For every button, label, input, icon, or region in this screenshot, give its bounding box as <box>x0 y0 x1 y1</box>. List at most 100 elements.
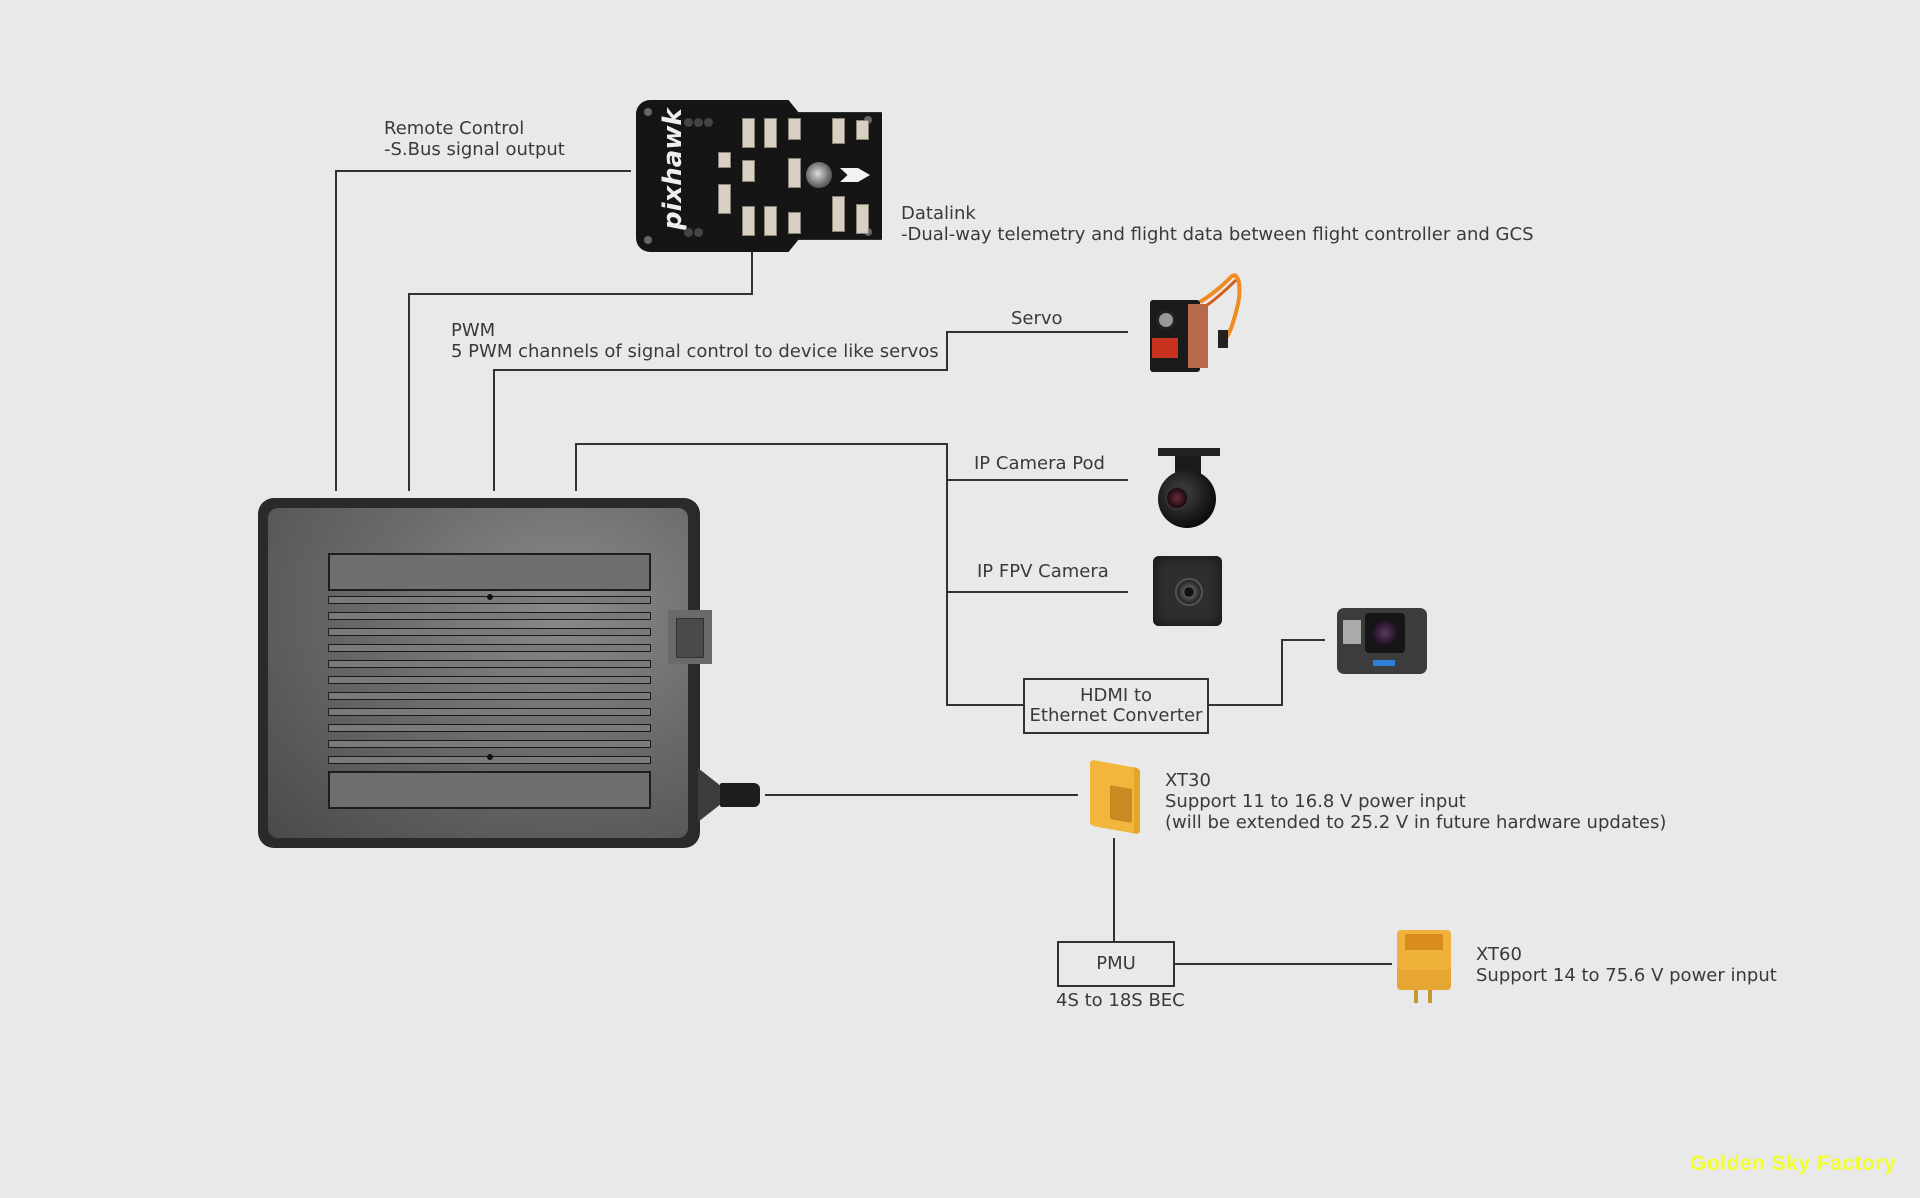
watermark: Golden Sky Factory <box>1690 1152 1897 1175</box>
gopro-wire-v <box>1281 639 1283 706</box>
pwm-title: PWM <box>451 320 496 341</box>
xt60-pin <box>1428 990 1432 1003</box>
pixhawk-logo: pixhawk <box>658 108 688 230</box>
pmu-box: PMU <box>1057 941 1175 987</box>
gopro-wire-h <box>1281 639 1325 641</box>
power-connector <box>720 783 760 807</box>
ip-fpv-camera-label: IP FPV Camera <box>977 561 1109 582</box>
main-device <box>258 498 712 848</box>
connector-power <box>856 204 869 234</box>
camera-lens-icon <box>1175 578 1203 606</box>
camera-brand-badge <box>1373 660 1395 666</box>
hdmi-ethernet-converter-box: HDMI to Ethernet Converter <box>1023 678 1209 734</box>
servo-wire-h <box>946 331 1128 333</box>
ethernet-port <box>668 610 712 664</box>
xt30-pmu-wire <box>1113 838 1115 942</box>
hdmi-converter-wire-right <box>1207 704 1283 706</box>
screw-icon <box>487 594 493 600</box>
xt60-line1: Support 14 to 75.6 V power input <box>1476 965 1777 986</box>
connector-spkt <box>718 184 731 214</box>
power-wire-xt30 <box>765 794 1078 796</box>
direction-arrow-icon <box>840 168 870 182</box>
connector-serial <box>742 118 755 148</box>
heatsink-fin <box>328 724 651 732</box>
heatsink-fin <box>328 612 651 620</box>
pwm-wire-h1 <box>493 369 948 371</box>
xt30-line1: Support 11 to 16.8 V power input <box>1165 791 1466 812</box>
connector-switch <box>742 160 755 182</box>
datalink-label: Datalink -Dual-way telemetry and flight … <box>901 203 1534 245</box>
camera-wire-v1 <box>575 443 577 491</box>
servo-cable-icon <box>1198 273 1242 348</box>
xt30-title: XT30 <box>1165 770 1211 791</box>
connector-usb <box>788 212 801 234</box>
xt30-label: XT30 Support 11 to 16.8 V power input (w… <box>1165 770 1666 833</box>
connector-adc66 <box>856 120 869 140</box>
connector-telem2 <box>742 206 755 236</box>
ip-camera-pod-label: IP Camera Pod <box>974 453 1105 474</box>
camera-lens-housing <box>1365 613 1405 653</box>
safety-dome <box>806 162 832 188</box>
pixhawk-flight-controller: pixhawk <box>636 100 882 252</box>
xt60-label: XT60 Support 14 to 75.6 V power input <box>1476 944 1777 986</box>
pmu-caption: 4S to 18S BEC <box>1056 990 1185 1011</box>
datalink-wire-v1 <box>751 252 753 295</box>
screw-icon <box>644 236 652 244</box>
xt60-connector-image <box>1397 930 1451 990</box>
remote-control-title: Remote Control <box>384 118 525 139</box>
camera-wire-h <box>575 443 948 445</box>
connector-can <box>788 118 801 140</box>
heatsink-fin <box>328 644 651 652</box>
heatsink-fin <box>328 708 651 716</box>
datalink-title: Datalink <box>901 203 976 224</box>
heatsink-fin <box>328 628 651 636</box>
servo-horn <box>1156 310 1176 330</box>
action-camera-image <box>1337 608 1427 674</box>
pwm-label: PWM 5 PWM channels of signal control to … <box>451 320 939 362</box>
remote-control-description: -S.Bus signal output <box>384 139 565 160</box>
connector-gps <box>764 118 777 148</box>
hdmi-converter-wire-left <box>946 704 1024 706</box>
connector-spi <box>832 196 845 232</box>
led-icon <box>684 228 693 237</box>
screw-icon <box>487 754 493 760</box>
connector-telem1 <box>764 206 777 236</box>
main-device-face <box>268 508 688 838</box>
camera-lens-icon <box>1372 620 1398 646</box>
servo-side <box>1188 304 1208 368</box>
bottom-plate <box>328 771 651 809</box>
ip-camera-pod-wire <box>946 479 1128 481</box>
xt60-title: XT60 <box>1476 944 1522 965</box>
heatsink-fin <box>328 692 651 700</box>
servo-tag <box>1152 338 1178 358</box>
hdmi-converter-line1: HDMI to <box>1079 685 1153 706</box>
datalink-wire-v2 <box>408 293 410 491</box>
connector-i2c <box>832 118 845 144</box>
datalink-description: -Dual-way telemetry and flight data betw… <box>901 224 1534 245</box>
pmu-xt60-wire <box>1174 963 1392 965</box>
led-icon <box>694 118 703 127</box>
led-icon <box>684 118 693 127</box>
heatsink-fin <box>328 740 651 748</box>
pwm-wire-v1 <box>493 369 495 491</box>
remote-control-wire-v <box>335 170 337 491</box>
camera-lens-icon <box>1165 486 1189 510</box>
heatsink-fin <box>328 660 651 668</box>
remote-control-label: Remote Control -S.Bus signal output <box>384 118 565 160</box>
led-icon <box>704 118 713 127</box>
datalink-wire-h <box>408 293 753 295</box>
top-plate <box>328 553 651 591</box>
connector-buzzer <box>718 152 731 168</box>
pmu-label: PMU <box>1096 953 1136 974</box>
pod-mount-plate <box>1158 448 1220 456</box>
heatsink-fin <box>328 676 651 684</box>
ip-fpv-camera-image <box>1153 556 1222 626</box>
hdmi-converter-line2: Ethernet Converter <box>1029 705 1203 726</box>
xt30-connector-image <box>1090 759 1140 835</box>
remote-control-wire-h <box>335 170 631 172</box>
pwm-description: 5 PWM channels of signal control to devi… <box>451 341 939 362</box>
led-icon <box>694 228 703 237</box>
ip-fpv-camera-wire <box>946 591 1128 593</box>
connector-adc <box>788 158 801 188</box>
camera-trunk-v <box>946 443 948 706</box>
